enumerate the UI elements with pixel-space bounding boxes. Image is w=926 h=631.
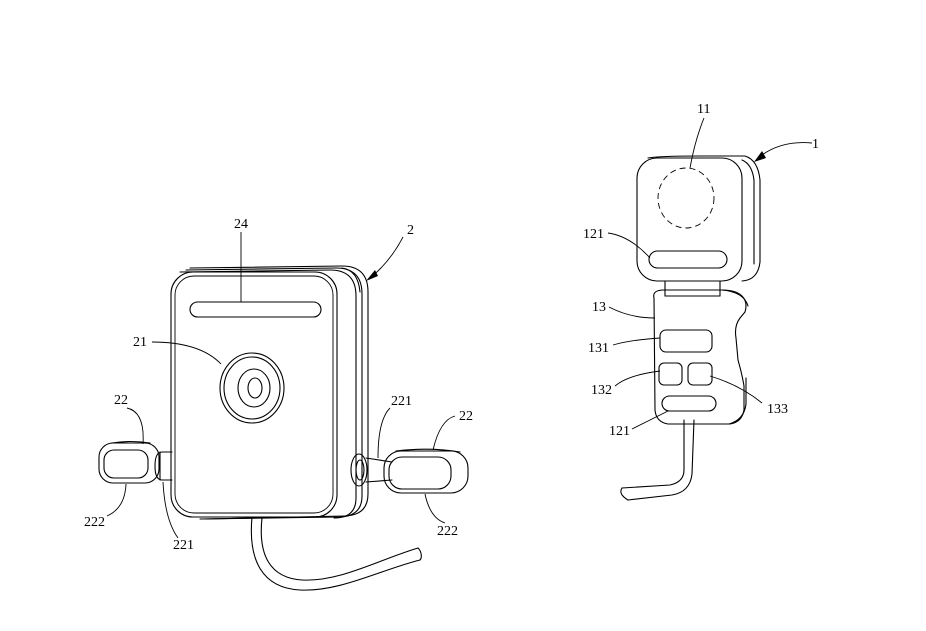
label-222-right: 222: [437, 524, 458, 539]
device-2: [98, 232, 469, 591]
right-clip-22: [350, 448, 469, 494]
device-2-cable: [250, 516, 421, 591]
label-132: 132: [591, 383, 612, 398]
label-121-bottom: 121: [609, 424, 630, 439]
label-22-left: 22: [114, 393, 128, 408]
left-clip-22: [98, 440, 173, 484]
device-2-back-shell: [189, 265, 369, 520]
device-1-cable: [621, 419, 685, 489]
label-11: 11: [697, 102, 710, 117]
lens-21: [219, 352, 285, 424]
label-21: 21: [133, 335, 147, 350]
arrow-1: [757, 142, 813, 159]
label-222-left: 222: [84, 515, 105, 530]
slot-121-top: [648, 250, 728, 269]
label-131: 131: [588, 341, 609, 356]
button-131: [659, 329, 713, 353]
button-132: [658, 362, 683, 386]
label-133: 133: [767, 402, 788, 417]
slot-24: [189, 301, 322, 318]
label-221-left: 221: [173, 538, 194, 553]
label-1: 1: [812, 137, 819, 152]
label-24: 24: [234, 217, 248, 232]
device-2-front-face: [170, 271, 338, 518]
clip-body-13: [653, 289, 747, 425]
slot-121-bottom: [661, 395, 717, 412]
device-1-head: [636, 157, 743, 282]
reference-labels: 24 2 21 22 221 22 222 221 222 11 1 121 1…: [84, 102, 819, 553]
lens-11-dashed: [657, 167, 715, 229]
label-2: 2: [407, 223, 414, 238]
label-221-right: 221: [391, 394, 412, 409]
label-13: 13: [592, 300, 606, 315]
label-121-top: 121: [583, 227, 604, 242]
label-22-right: 22: [459, 409, 473, 424]
button-133: [687, 362, 713, 386]
device-1: [607, 117, 813, 501]
